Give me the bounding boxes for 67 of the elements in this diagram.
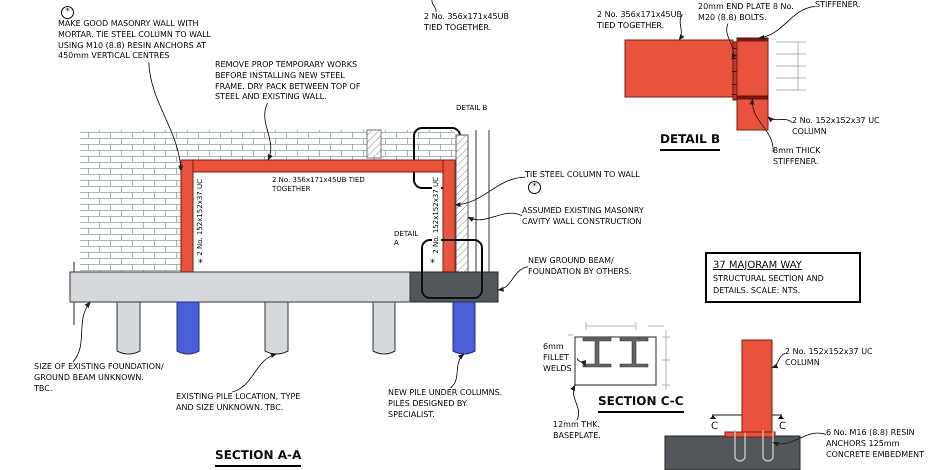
pile <box>452 302 476 354</box>
leader-line <box>264 102 272 161</box>
leader-line <box>576 358 586 367</box>
annotation-text: MAKE GOOD MASONRY WALL WITH MORTAR. TIE STEEL COLUMN TO WALL USING M10 (8.8) RESIN ANCHORS AT 450mm VERTICAL CENTRES <box>58 19 212 60</box>
steel-section <box>582 338 612 368</box>
anchor-bolt <box>762 430 774 462</box>
leader-line <box>772 432 826 446</box>
annotation-text: EXISTING PILE LOCATION, TYPE AND SIZE UNKNOWN. TBC. <box>176 392 301 414</box>
mark-label: * <box>198 257 203 270</box>
leader-line <box>570 384 580 420</box>
leader-line <box>726 23 736 60</box>
leader-line <box>771 353 786 368</box>
pile <box>176 302 200 354</box>
annotation-text: 6mm FILLET WELDS <box>543 342 577 374</box>
stiffener-plate <box>736 96 768 100</box>
pile <box>116 302 140 354</box>
pile <box>372 302 396 354</box>
leader-line <box>232 354 278 392</box>
annotation-text: ASSUMED EXISTING MASONRY CAVITY WALL CONSTRUCTION <box>522 206 652 228</box>
pile <box>264 302 288 354</box>
leader-line <box>678 14 684 41</box>
leader-line <box>768 116 792 123</box>
steel-beam <box>192 160 444 172</box>
section-title: DETAIL B <box>660 132 720 151</box>
title-text: 37 MAJORAM WAY <box>713 259 803 273</box>
annotation-text: 6 No. M16 (8.8) RESIN ANCHORS 125mm CONCRETE EMBEDMENT <box>826 428 938 460</box>
leader-line <box>454 176 526 207</box>
annotation-text: 2 No. 152x152x37 UC COLUMN <box>785 347 895 369</box>
annotation-text: REMOVE PROP TEMPORARY WORKS BEFORE INSTALLING NEW STEEL FRAME. DRY PACK BETWEEN TOP OF STEEL AND EXISTING WALL. <box>215 60 365 104</box>
annotation-text: SIZE OF EXISTING FOUNDATION/ GROUND BEAM UNKNOWN. TBC. <box>34 362 164 394</box>
section-title: SECTION C-C <box>598 394 684 413</box>
leader-line <box>758 6 816 40</box>
annotation-text: NEW GROUND BEAM/ FOUNDATION BY OTHERS. <box>528 256 658 278</box>
annotation-text: 8mm THICK STIFFENER. <box>773 146 863 168</box>
steel-column <box>442 160 456 272</box>
leader-line <box>467 212 522 222</box>
foundation-slab <box>70 272 410 302</box>
section-title: SECTION A-A <box>215 448 302 467</box>
callout-symbol: * <box>61 6 74 19</box>
cavity-wall <box>456 134 468 272</box>
leader-line <box>497 266 528 292</box>
ground-beam <box>410 272 498 302</box>
annotation-text: 2 No. 356x171x45UB TIED TOGETHER. <box>597 10 692 32</box>
leader-line <box>431 0 437 12</box>
annotation-text: STIFFENER. <box>815 0 885 11</box>
leader-line <box>750 98 774 153</box>
annotation-text: NEW PILE UNDER COLUMNS. PILES DESIGNED BY SPECIALIST. <box>388 388 513 420</box>
mark-label: * <box>430 257 435 270</box>
annotation-text: TIE STEEL COLUMN TO WALL <box>525 170 640 179</box>
mark-label: C <box>779 420 786 433</box>
annotation-text: 12mm THK. BASEPLATE. <box>553 420 633 442</box>
callout-symbol: * <box>528 180 541 194</box>
steel-column <box>736 40 768 130</box>
mark-label: C <box>711 420 718 433</box>
annotation-text: 20mm END PLATE 8 No. M20 (8.8) BOLTS. <box>698 2 798 24</box>
annotation-text: 2 No. 356x171x45UB TIED TOGETHER. <box>424 12 524 34</box>
steel-beam <box>624 40 734 98</box>
annotation-text: 2 No. 152x152x37 UC COLUMN <box>792 116 902 138</box>
steel-column <box>180 160 194 272</box>
steel-column <box>742 340 772 432</box>
leader-line <box>148 62 183 172</box>
base-plate <box>574 336 656 386</box>
leader-line <box>72 302 91 362</box>
leader-line <box>450 354 464 388</box>
steel-section <box>620 338 648 368</box>
title-block <box>705 252 861 303</box>
subtitle-text: STRUCTURAL SECTION AND DETAILS. SCALE: NTS. <box>713 273 825 297</box>
